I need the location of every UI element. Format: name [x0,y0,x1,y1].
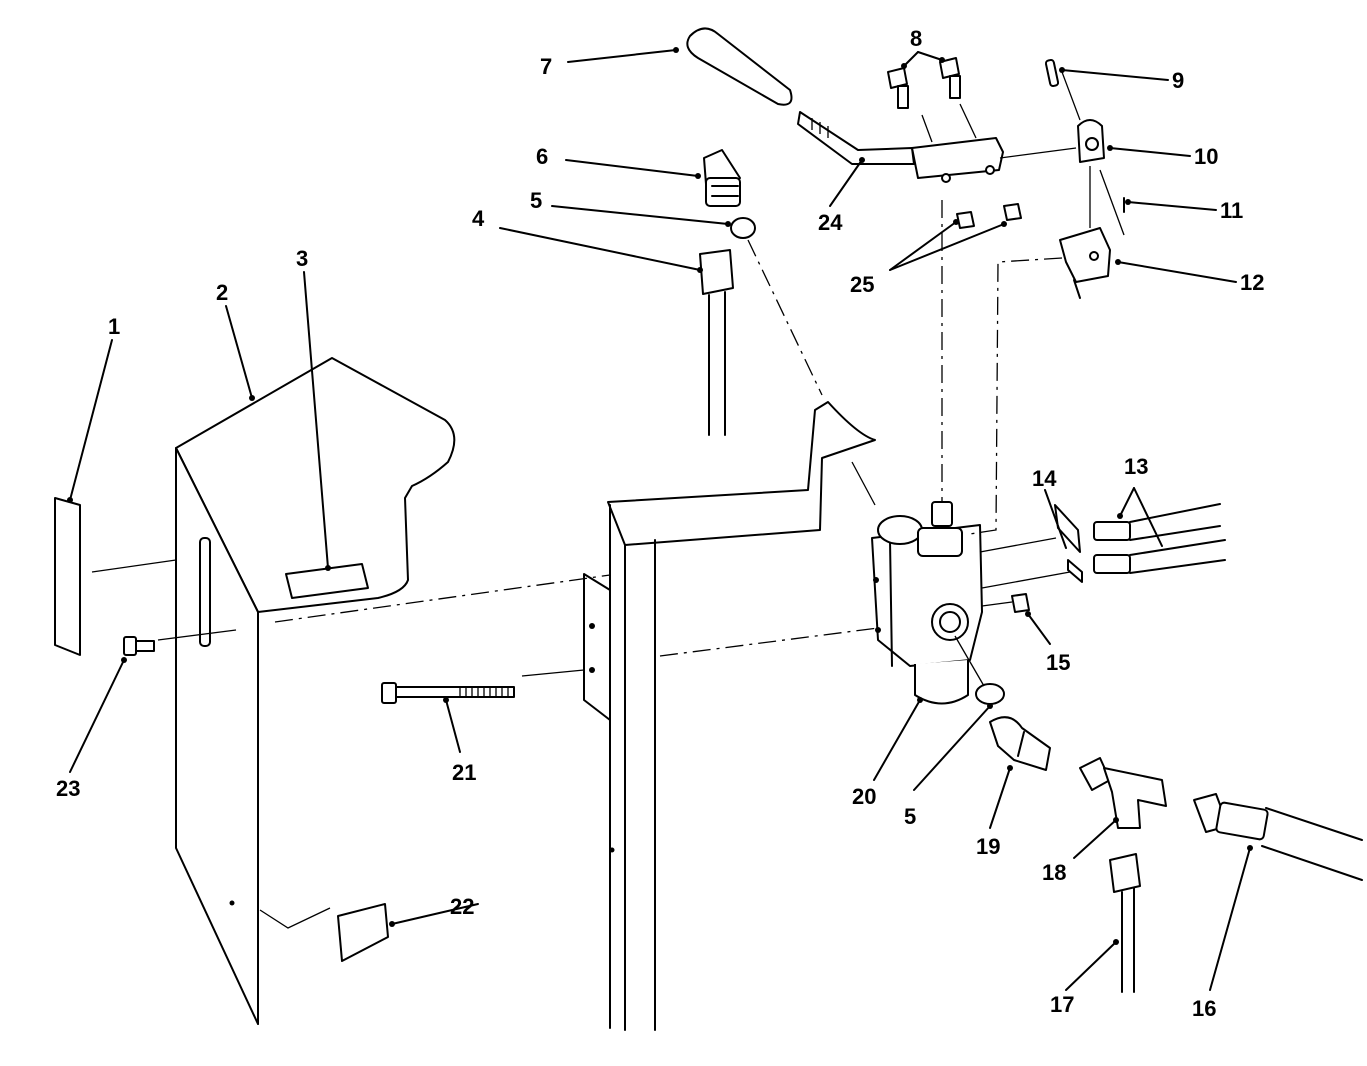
callout-10: 10 [1194,144,1218,169]
callout-19: 19 [976,834,1000,859]
part-25-nuts [956,203,1022,229]
part-14-gaskets [1054,504,1083,583]
callout-13: 13 [1124,454,1148,479]
callout-9: 9 [1172,68,1184,93]
callout-18: 18 [1042,860,1066,885]
callout-6: 6 [536,144,548,169]
part-5-o-ring-upper [730,217,756,239]
callout-8: 8 [910,26,922,51]
part-4-tube-nut [699,249,734,436]
callout-20: 20 [852,784,876,809]
callout-7: 7 [540,54,552,79]
callout-1: 1 [108,314,120,339]
part-5-o-ring-lower [975,683,1005,705]
part-12-bracket [1059,227,1111,299]
assembly-center-lines [91,71,1125,687]
part-18-tee [1079,757,1167,829]
part-24-lever [797,111,1004,183]
part-19-elbow [989,716,1051,771]
callout-4: 4 [472,206,485,231]
callout-5-upper: 5 [530,188,542,213]
part-6-elbow [703,149,741,207]
part-23-screw [123,636,155,656]
part-21-bolt [381,682,515,704]
callout-21: 21 [452,760,476,785]
callout-16: 16 [1192,996,1216,1021]
part-17-tube-nut [1109,853,1141,993]
callout-25: 25 [850,272,874,297]
frame-post [583,401,876,1031]
part-2-cover-panel [175,357,456,1025]
callout-labels: 1 2 3 4 5 6 7 8 9 10 11 12 13 14 15 16 1… [56,26,1264,1021]
callout-15: 15 [1046,650,1070,675]
part-7-grip [686,27,793,106]
callout-3: 3 [296,246,308,271]
part-9-pin [1044,59,1060,87]
callout-23: 23 [56,776,80,801]
part-20-valve-body [871,501,983,705]
callout-11: 11 [1220,198,1243,223]
part-16-hose [1193,793,1363,881]
part-3-decal [285,563,369,599]
callout-22: 22 [450,894,474,919]
part-10-clevis [1077,119,1105,163]
callout-17: 17 [1050,992,1074,1017]
callout-24: 24 [818,210,843,235]
callout-2: 2 [216,280,228,305]
part-22-pad [259,903,389,962]
part-13-fittings [1093,503,1226,574]
part-1-decal [54,497,81,656]
leader-lines [67,47,1253,991]
part-15-plug [1011,593,1030,613]
callout-14: 14 [1032,466,1057,491]
callout-5-lower: 5 [904,804,916,829]
callout-12: 12 [1240,270,1264,295]
part-8-bolts [887,57,961,109]
